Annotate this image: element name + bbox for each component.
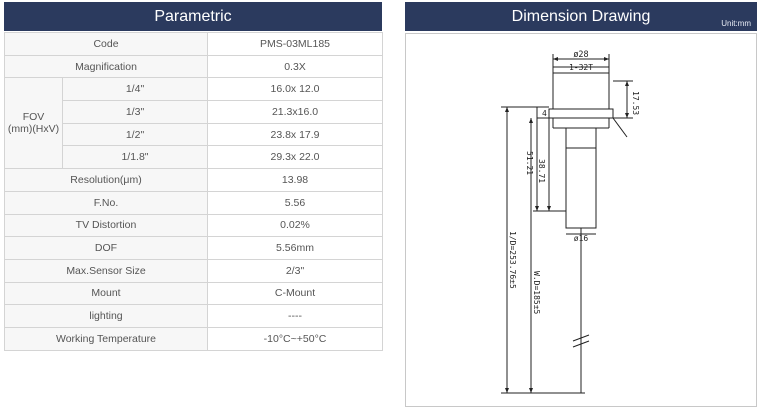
fno-label: F.No.	[3, 190, 209, 215]
max-sensor-value: 2/3"	[207, 258, 384, 283]
table-row: Resolution(μm) 13.98	[3, 168, 384, 192]
dimension-drawing: ø28 1-32T 17.53 4 51.21 38.71 ø16 1/D=25…	[405, 33, 757, 407]
tv-distortion-value: 0.02%	[207, 213, 384, 238]
fov-label-line2: (mm)(HxV)	[7, 123, 60, 136]
parametric-title: Parametric	[4, 2, 382, 31]
table-row: FOV (mm)(HxV) 1/4" 16.0x 12.0	[4, 77, 384, 170]
label-total: 1/D=253.76±5	[508, 231, 517, 289]
fov-size: 1/3"	[61, 100, 209, 124]
arrowheads	[505, 57, 629, 393]
label-d5121: 51.21	[525, 151, 534, 175]
working-temp-value: -10°C~+50°C	[207, 326, 384, 351]
break-mark	[572, 334, 590, 342]
dimension-title: Dimension Drawing Unit:mm	[405, 2, 757, 31]
fov-value: 16.0x 12.0	[207, 77, 384, 102]
table-row: Mount C-Mount	[3, 281, 384, 306]
magnification-label: Magnification	[3, 54, 209, 79]
table-row: TV Distortion 0.02%	[3, 213, 384, 238]
fov-size: 1/1.8"	[61, 145, 209, 170]
dof-label: DOF	[3, 236, 209, 260]
magnification-value: 0.3X	[207, 54, 384, 79]
code-label: Code	[3, 32, 209, 56]
fov-value: 21.3x16.0	[207, 100, 384, 124]
lens-flange	[548, 108, 614, 119]
label-d3871: 38.71	[537, 159, 546, 183]
dof-value: 5.56mm	[207, 236, 384, 260]
label-four: 4	[542, 109, 547, 118]
parametric-title-text: Parametric	[154, 7, 232, 25]
tv-distortion-label: TV Distortion	[3, 213, 209, 238]
dimension-title-text: Dimension Drawing	[511, 7, 651, 25]
table-row: Code PMS-03ML185	[3, 32, 384, 56]
fov-size: 1/2"	[61, 122, 209, 147]
fov-label: FOV (mm)(HxV)	[4, 77, 63, 170]
table-row: F.No. 5.56	[3, 190, 384, 215]
code-value: PMS-03ML185	[207, 32, 384, 56]
label-d28: ø28	[573, 50, 588, 60]
unit-label: Unit:mm	[721, 19, 751, 28]
table-row: lighting ----	[3, 304, 384, 328]
label-h1753: 17.53	[631, 91, 640, 115]
max-sensor-label: Max.Sensor Size	[3, 258, 209, 283]
fov-size: 1/4"	[61, 77, 209, 102]
leader-line	[612, 117, 628, 138]
parametric-table: Code PMS-03ML185 Magnification 0.3X FOV …	[3, 32, 384, 351]
mount-label: Mount	[3, 281, 209, 306]
resolution-label: Resolution(μm)	[3, 168, 209, 192]
table-row: 1/3" 21.3x16.0	[5, 100, 384, 124]
lighting-label: lighting	[3, 304, 209, 328]
label-thread: 1-32T	[569, 63, 593, 72]
label-d16: ø16	[574, 234, 589, 243]
mount-value: C-Mount	[207, 281, 384, 306]
label-wd: W.D=185±5	[532, 271, 541, 315]
fov-label-line1: FOV	[22, 111, 45, 124]
break-mark	[572, 340, 590, 348]
resolution-value: 13.98	[207, 168, 384, 192]
table-row: Working Temperature -10°C~+50°C	[3, 326, 384, 351]
table-row: Max.Sensor Size 2/3"	[3, 258, 384, 283]
barrel-upper	[565, 127, 597, 149]
lens-drawing-svg: ø28 1-32T 17.53 4 51.21 38.71 ø16 1/D=25…	[501, 50, 640, 394]
lighting-value: ----	[207, 304, 384, 328]
table-row: DOF 5.56mm	[3, 236, 384, 260]
fno-value: 5.56	[207, 190, 384, 215]
barrel	[565, 147, 597, 229]
table-row: Magnification 0.3X	[3, 54, 384, 79]
working-temp-label: Working Temperature	[3, 326, 209, 351]
fov-value: 23.8x 17.9	[207, 122, 384, 147]
fov-value: 29.3x 22.0	[207, 145, 384, 170]
